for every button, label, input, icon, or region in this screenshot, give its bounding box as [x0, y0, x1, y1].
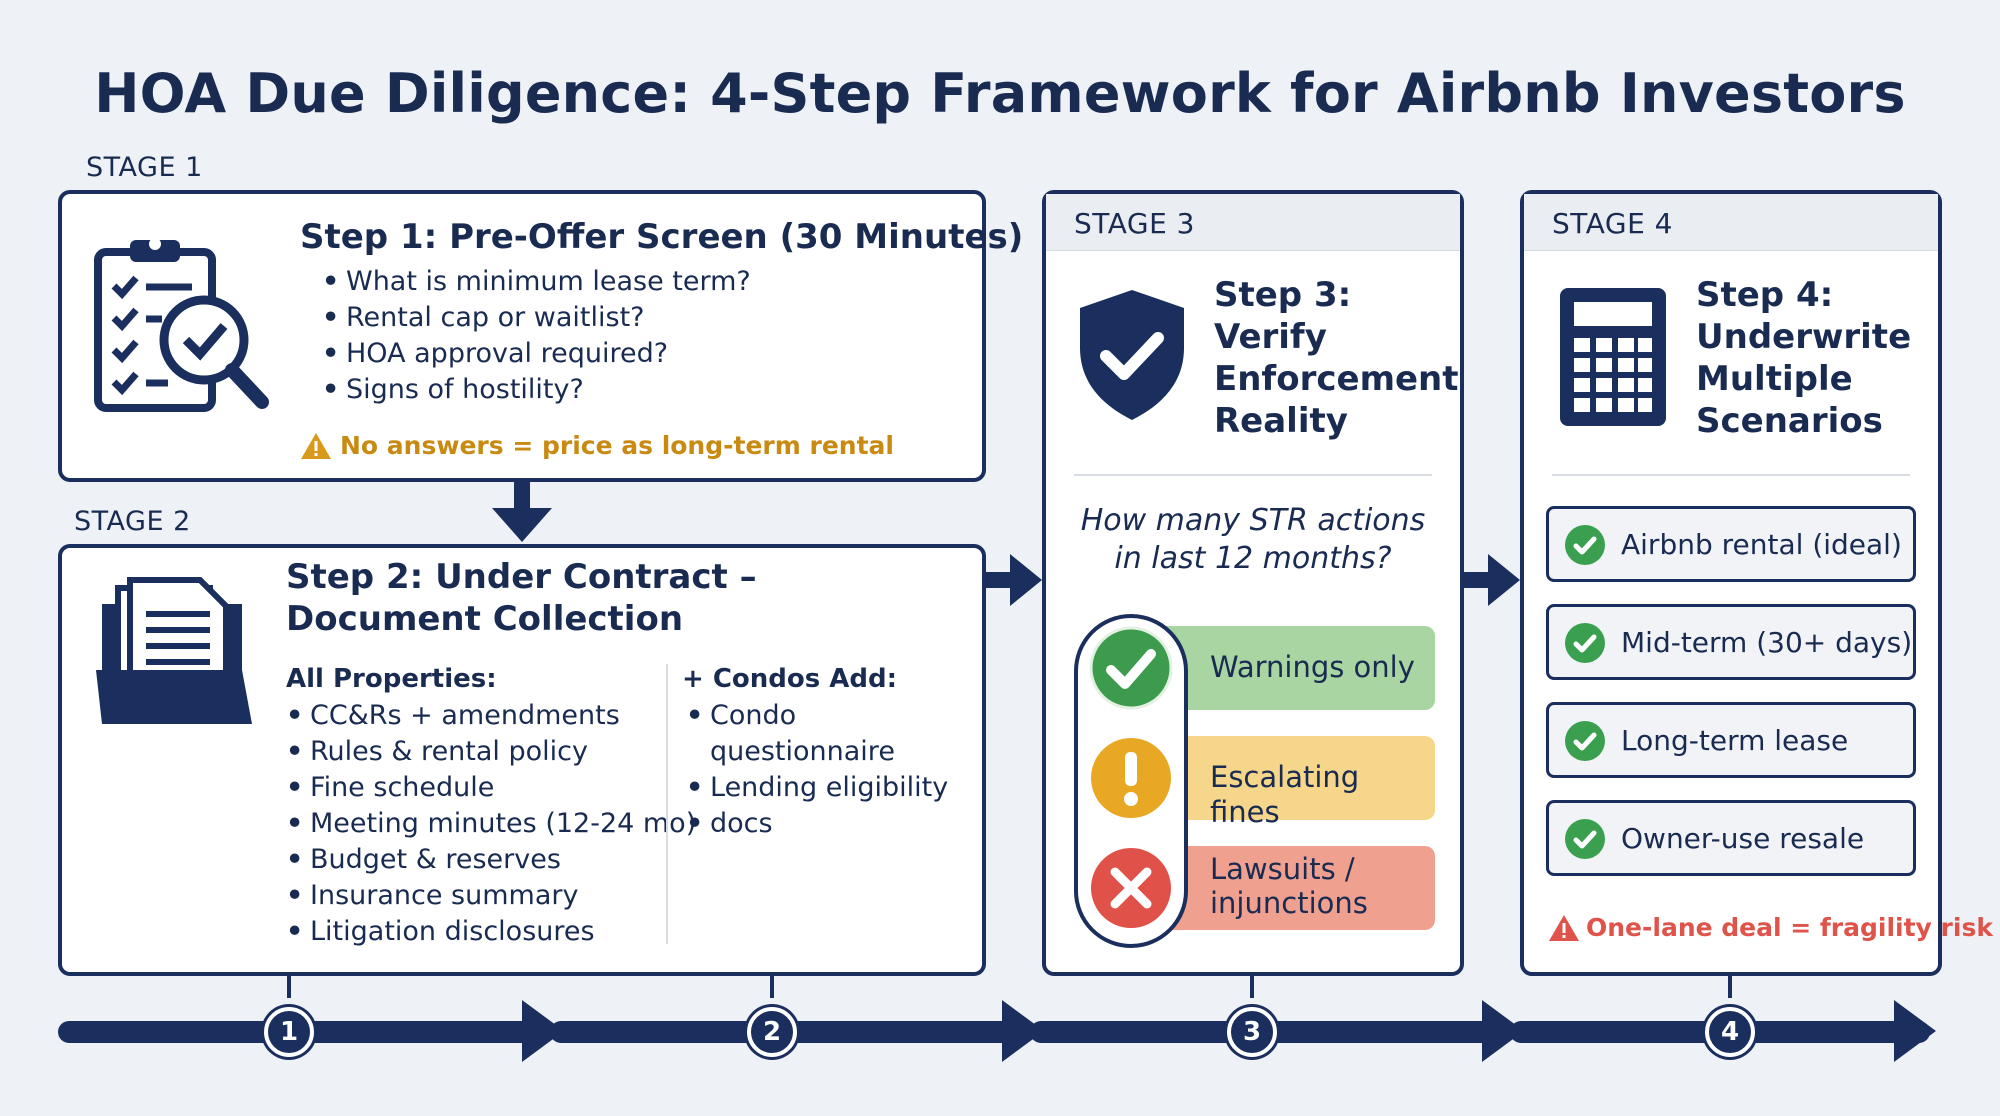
document-folder-icon — [96, 577, 252, 724]
list-item: docs — [686, 806, 982, 842]
divider — [1074, 474, 1432, 476]
exclamation-circle-icon — [1091, 738, 1171, 818]
list-item: What is minimum lease term? — [322, 264, 751, 300]
timeline-step-1: 1 — [264, 1007, 314, 1057]
condos-add-list: Condo questionnaire Lending eligibility … — [686, 698, 982, 842]
warning-triangle-icon — [301, 433, 331, 459]
timeline-arrowhead — [1482, 1000, 1524, 1062]
x-circle-icon — [1091, 848, 1171, 928]
step-4-warning: One-lane deal = fragility risk — [1586, 913, 1993, 942]
down-arrow-connector — [492, 482, 552, 542]
check-circle-icon — [1565, 525, 1605, 565]
list-item: Fine schedule — [286, 770, 696, 806]
page-title: HOA Due Diligence: 4-Step Framework for … — [94, 62, 1906, 125]
step-2-title-line-1: Step 2: Under Contract – — [286, 557, 757, 597]
list-item: Litigation disclosures — [286, 914, 696, 950]
condos-add-heading: + Condos Add: — [682, 664, 898, 694]
scenario-airbnb: Airbnb rental (ideal) — [1546, 506, 1916, 582]
check-circle-icon — [1565, 819, 1605, 859]
timeline-tick — [770, 972, 774, 998]
shield-check-icon — [1080, 290, 1184, 420]
timeline-step-2: 2 — [747, 1007, 797, 1057]
list-item: CC&Rs + amendments — [286, 698, 696, 734]
list-item: Meeting minutes (12-24 mo) — [286, 806, 696, 842]
warning-triangle-icon — [1549, 915, 1579, 941]
divider — [1552, 474, 1910, 476]
clipboard-magnifier-icon — [94, 238, 269, 412]
timeline-step-3: 3 — [1227, 1007, 1277, 1057]
list-item: Budget & reserves — [286, 842, 696, 878]
list-item: Rules & rental policy — [286, 734, 696, 770]
step-4-title: Step 4: Underwrite Multiple Scenarios — [1696, 275, 1912, 441]
step-1-title: Step 1: Pre-Offer Screen (30 Minutes) — [300, 217, 1024, 257]
step-3-title: Step 3: Verify Enforcement Reality — [1214, 275, 1459, 441]
all-properties-list: CC&Rs + amendments Rules & rental policy… — [286, 698, 696, 950]
enforcement-question: How many STR actions in last 12 months? — [1080, 503, 1426, 576]
timeline-tick — [1728, 972, 1732, 998]
check-circle-icon — [1565, 721, 1605, 761]
stage-3-label: STAGE 3 — [1074, 207, 1195, 240]
check-circle-icon — [1565, 623, 1605, 663]
timeline-step-4: 4 — [1705, 1007, 1755, 1057]
all-properties-heading: All Properties: — [286, 664, 497, 694]
step-1-warning: No answers = price as long-term rental — [340, 431, 894, 460]
scenario-long-term: Long-term lease — [1546, 702, 1916, 778]
calculator-icon — [1560, 288, 1666, 426]
timeline-arrowhead — [1894, 1000, 1936, 1062]
stage-1-label: STAGE 1 — [86, 152, 203, 183]
scenario-mid-term: Mid-term (30+ days) — [1546, 604, 1916, 680]
timeline-tick — [1250, 972, 1254, 998]
timeline-arrowhead — [522, 1000, 564, 1062]
timeline-arrowhead — [1002, 1000, 1044, 1062]
right-arrow-connector — [984, 554, 1042, 606]
list-item: Lending eligibility — [686, 770, 982, 806]
list-item: HOA approval required? — [322, 336, 751, 372]
right-arrow-connector — [1462, 554, 1520, 606]
stage-4-label: STAGE 4 — [1552, 207, 1673, 240]
step-1-checklist: What is minimum lease term? Rental cap o… — [322, 264, 751, 408]
step-2-title-line-2: Document Collection — [286, 599, 684, 639]
list-item: Insurance summary — [286, 878, 696, 914]
column-divider — [666, 664, 668, 944]
list-item: Condo questionnaire — [686, 698, 982, 770]
stage-4-header: STAGE 4 — [1524, 194, 1938, 251]
timeline-tick — [287, 972, 291, 998]
stage-3-header: STAGE 3 — [1046, 194, 1460, 251]
stage-1-card: Step 1: Pre-Offer Screen (30 Minutes) Wh… — [58, 190, 1023, 482]
check-circle-icon — [1089, 626, 1173, 710]
stage-2-label: STAGE 2 — [74, 506, 191, 537]
list-item: Signs of hostility? — [322, 372, 751, 408]
list-item: Rental cap or waitlist? — [322, 300, 751, 336]
scenario-owner-use: Owner-use resale — [1546, 800, 1916, 876]
stage-2-card: Step 2: Under Contract – Document Collec… — [58, 544, 986, 976]
